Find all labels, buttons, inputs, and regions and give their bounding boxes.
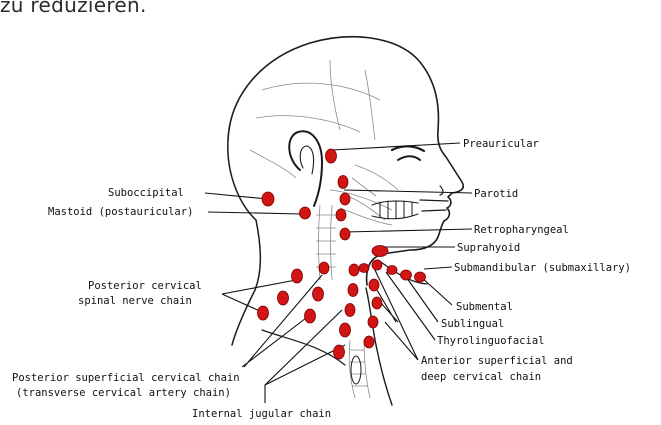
leader-line-retropharyngeal <box>345 229 472 232</box>
node-suprahyoid <box>372 246 388 257</box>
node-internal-jugular-4 <box>340 323 351 337</box>
node-parotid-2 <box>340 193 350 205</box>
label-mastoid: Mastoid (postauricular) <box>48 206 193 218</box>
eye <box>398 156 420 160</box>
node-internal-jugular-5 <box>334 345 345 359</box>
node-anterior-superficial-3 <box>368 316 378 328</box>
label-preauricular: Preauricular <box>463 138 539 150</box>
head-outline <box>228 37 463 285</box>
node-anterior-superficial-2 <box>372 297 382 309</box>
node-anterior-superficial-4 <box>364 336 374 348</box>
label-retropharyngeal: Retropharyngeal <box>474 224 569 236</box>
label-posterior-cervical-line2: spinal nerve chain <box>78 295 192 307</box>
label-anterior-superficial-line1: Anterior superficial and <box>421 355 573 367</box>
node-parotid-3 <box>336 209 346 221</box>
thyroid-cartilage <box>351 356 361 384</box>
node-posterior-cervical-2 <box>278 291 289 305</box>
label-parotid: Parotid <box>474 188 518 200</box>
label-suboccipital: Suboccipital <box>108 187 184 199</box>
leader-line-submental <box>420 276 452 305</box>
lips <box>420 200 448 211</box>
label-posterior-superficial-line2: (transverse cervical artery chain) <box>16 387 231 399</box>
node-posterior-superficial-2 <box>313 287 324 301</box>
node-posterior-superficial-3 <box>305 309 316 323</box>
node-mastoid <box>300 207 311 219</box>
label-internal-jugular: Internal jugular chain <box>192 408 331 420</box>
neck-back-outline <box>228 140 261 345</box>
label-submental: Submental <box>456 301 513 313</box>
node-posterior-cervical-1 <box>292 269 303 283</box>
node-retropharyngeal <box>340 228 350 240</box>
node-internal-jugular-2 <box>348 284 358 297</box>
node-submandibular-1 <box>359 264 369 273</box>
label-posterior-superficial-line1: Posterior superficial cervical chain <box>12 372 240 384</box>
label-posterior-cervical-line1: Posterior cervical <box>88 280 202 292</box>
node-submental <box>401 270 412 280</box>
node-preauricular <box>326 149 337 163</box>
leader-line-mastoid <box>208 212 302 214</box>
leader-line-suboccipital <box>205 193 268 199</box>
leader-line-posterior-cervical-a <box>222 294 262 312</box>
label-anterior-superficial-line2: deep cervical chain <box>421 371 541 383</box>
node-posterior-cervical-3 <box>258 306 269 320</box>
label-suprahyoid: Suprahyoid <box>457 242 520 254</box>
node-submandibular-3 <box>387 266 397 275</box>
trachea <box>349 340 370 398</box>
label-submandibular: Submandibular (submaxillary) <box>454 262 631 274</box>
label-sublingual: Sublingual <box>441 318 504 330</box>
ear <box>289 131 322 206</box>
lymph-nodes <box>258 149 426 359</box>
leader-line-submandibular <box>424 267 452 269</box>
node-internal-jugular-3 <box>345 304 355 317</box>
leader-line-anterior-superficial <box>374 268 418 360</box>
node-parotid-1 <box>338 176 348 189</box>
label-thyrolinguofacial: Thyrolinguofacial <box>437 335 544 347</box>
node-anterior-superficial-1 <box>369 279 379 291</box>
leader-line-parotid <box>344 190 472 193</box>
node-submandibular-2 <box>372 260 382 270</box>
ear-inner <box>300 146 313 174</box>
node-sublingual <box>415 272 426 282</box>
node-suboccipital <box>262 192 274 206</box>
node-internal-jugular-1 <box>349 264 359 276</box>
nostril <box>440 186 443 195</box>
node-posterior-superficial-1 <box>319 262 329 274</box>
